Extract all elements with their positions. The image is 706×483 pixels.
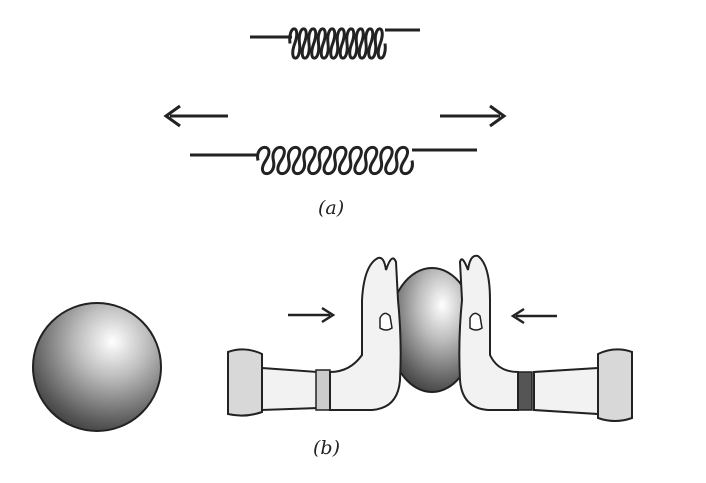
part-a-label: (a) bbox=[318, 197, 344, 219]
right-pull-arrow bbox=[440, 104, 507, 128]
round-ball bbox=[32, 302, 162, 432]
stretched-spring bbox=[190, 145, 477, 176]
right-push-arrow bbox=[510, 307, 557, 325]
relaxed-spring bbox=[250, 27, 420, 60]
left-arm-and-hand bbox=[227, 256, 402, 417]
right-arm-and-hand bbox=[458, 254, 633, 422]
left-pull-arrow bbox=[163, 104, 228, 128]
part-b-label: (b) bbox=[313, 437, 340, 459]
left-push-arrow bbox=[288, 306, 336, 324]
